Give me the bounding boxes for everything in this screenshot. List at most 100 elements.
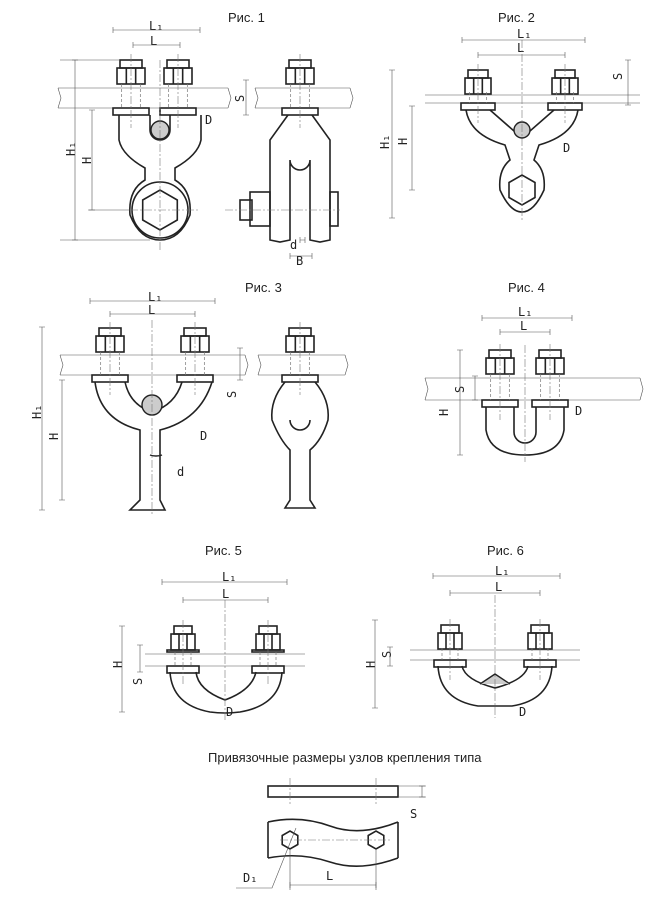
figure-6-title: Рис. 6 xyxy=(487,543,524,558)
pin-head xyxy=(329,191,339,227)
figure-4-title: Рис. 4 xyxy=(508,280,545,295)
dimension-line xyxy=(109,311,196,317)
hole-axis xyxy=(289,778,377,806)
bolt-shank xyxy=(490,374,510,400)
plate-break xyxy=(257,354,349,376)
dim-B: B xyxy=(296,254,303,268)
plate-break xyxy=(59,354,249,376)
dimension-line xyxy=(481,315,573,321)
extension-line xyxy=(60,59,150,241)
dimension-line xyxy=(419,785,425,798)
plate-section xyxy=(60,354,245,376)
bolt-shank xyxy=(540,374,560,400)
bolt-shank xyxy=(174,652,192,666)
dim-D: D xyxy=(226,705,233,719)
figure-3-dimensions: L₁ L S D H₁ H d xyxy=(30,290,239,479)
dimension-line xyxy=(59,379,65,501)
nut-facet xyxy=(294,68,306,84)
nut-facet xyxy=(494,358,506,374)
dim-D: D xyxy=(200,429,207,443)
dim-L: L xyxy=(150,34,157,48)
center-line xyxy=(130,60,200,250)
dimension-line xyxy=(182,597,269,603)
figure-3-title: Рис. 3 xyxy=(245,280,282,295)
dim-d: d xyxy=(177,465,184,479)
bolt-shank xyxy=(468,92,488,103)
shackle-body xyxy=(269,114,331,243)
nut-facet xyxy=(559,78,571,94)
dim-S: S xyxy=(225,391,239,398)
dim-S: S xyxy=(410,807,417,821)
dim-S: S xyxy=(233,95,247,102)
dim-D1: D₁ xyxy=(243,871,257,885)
figure-1-dimensions: L₁ L S D H₁ H d B xyxy=(64,19,303,268)
dim-S: S xyxy=(131,678,145,685)
dim-L1: L₁ xyxy=(148,290,162,304)
dim-D: D xyxy=(563,141,570,155)
dimension-line xyxy=(457,349,463,456)
dimension-line xyxy=(625,59,631,106)
dimension-line xyxy=(119,625,125,713)
nut-facet xyxy=(263,634,273,650)
dim-L1: L₁ xyxy=(518,305,532,319)
dimension-line xyxy=(432,573,561,579)
dimension-line xyxy=(39,326,45,511)
plate-break xyxy=(57,87,232,109)
bolt-shank xyxy=(290,352,310,375)
bolt-shank xyxy=(259,652,277,666)
nut-facet xyxy=(178,634,188,650)
dim-L: L xyxy=(222,587,229,601)
dim-L1: L₁ xyxy=(222,570,236,584)
dim-S: S xyxy=(380,651,394,658)
dimension-line xyxy=(243,79,249,116)
plate-section xyxy=(425,94,640,104)
nut-facet xyxy=(472,78,484,94)
dim-L1: L₁ xyxy=(149,19,163,33)
nut-facet xyxy=(172,68,184,84)
dimension-line xyxy=(477,52,566,58)
dimension-line xyxy=(237,347,243,381)
nut-facet xyxy=(189,336,201,352)
bolt-shank xyxy=(441,648,459,660)
mounting-plate-edge xyxy=(267,785,399,798)
plate-section xyxy=(258,354,345,376)
dim-H1: H₁ xyxy=(64,142,78,156)
pin-nut xyxy=(249,191,271,227)
dim-H1: H₁ xyxy=(30,405,44,419)
dimension-line xyxy=(449,590,541,596)
plate-break xyxy=(254,87,354,109)
nut-facet xyxy=(445,633,455,649)
dimension-line xyxy=(461,37,586,43)
bolt-shank xyxy=(290,84,310,108)
hex-hole xyxy=(367,830,385,850)
mounting-dimensions: S D₁ L xyxy=(243,807,417,885)
nut-facet xyxy=(104,336,116,352)
dimension-line xyxy=(137,644,143,673)
bolt-shank xyxy=(555,92,575,103)
leader-line xyxy=(236,827,377,890)
dim-D: D xyxy=(519,705,526,719)
dimension-line xyxy=(89,298,216,304)
figure-2-title: Рис. 2 xyxy=(498,10,535,25)
dim-L: L xyxy=(326,869,333,883)
hex-hole xyxy=(281,830,299,850)
extension-line xyxy=(398,785,426,798)
dim-H: H xyxy=(437,409,451,416)
nut-facet xyxy=(125,68,137,84)
dim-H1: H₁ xyxy=(378,135,392,149)
dim-L: L xyxy=(495,580,502,594)
dimension-line xyxy=(389,69,395,219)
dim-H: H xyxy=(396,138,410,145)
figure-6-dimensions: L₁ L S D H xyxy=(364,564,526,719)
dim-H: H xyxy=(80,157,94,164)
plate-section xyxy=(58,87,228,109)
dim-d: d xyxy=(290,238,297,252)
dim-L: L xyxy=(520,319,527,333)
bolt-shank xyxy=(531,648,549,660)
nut-facet xyxy=(294,336,306,352)
dim-H: H xyxy=(364,661,378,668)
clamp-body xyxy=(437,665,553,707)
dimension-line xyxy=(112,27,201,33)
plate-break xyxy=(424,377,644,401)
dimension-line xyxy=(132,42,181,48)
